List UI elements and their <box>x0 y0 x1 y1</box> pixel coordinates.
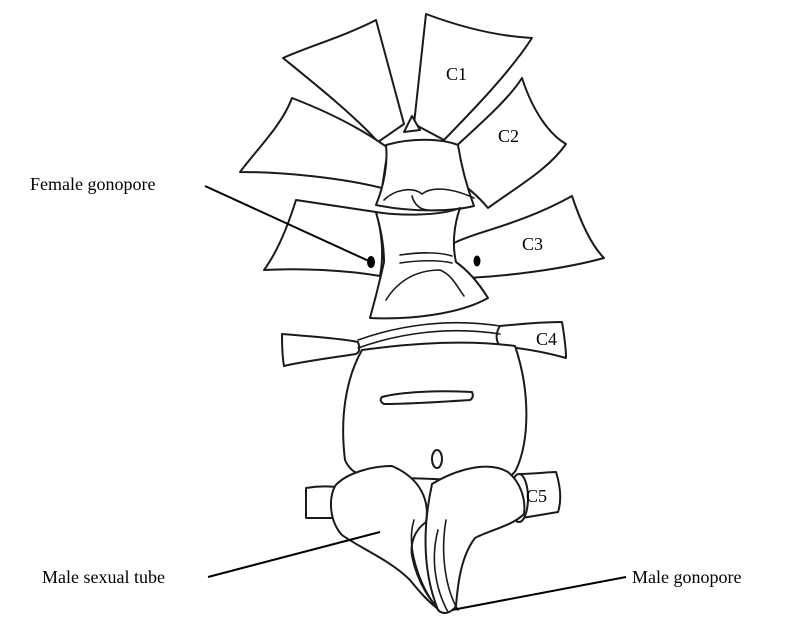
label-c3: C3 <box>522 234 543 254</box>
coxa-c5 <box>306 466 560 613</box>
coxa-c3-left-flap <box>264 200 382 276</box>
gonopore-right-dot <box>474 256 481 267</box>
body-pore <box>432 450 442 468</box>
label-c5: C5 <box>526 486 547 506</box>
male-sexual-tube-right <box>425 467 524 613</box>
label-female-gonopore: Female gonopore <box>30 174 155 194</box>
body-lower-segment <box>343 343 526 483</box>
label-male-sexual-tube: Male sexual tube <box>42 567 165 587</box>
label-c2: C2 <box>498 126 519 146</box>
label-male-gonopore: Male gonopore <box>632 567 741 587</box>
label-c1: C1 <box>446 64 467 84</box>
leader-male-sexual-tube <box>208 532 380 577</box>
body-segment-1 <box>376 140 474 211</box>
coxa-c4-left-flap <box>282 334 359 366</box>
label-c4: C4 <box>536 329 557 349</box>
leader-male-gonopore <box>452 577 626 610</box>
